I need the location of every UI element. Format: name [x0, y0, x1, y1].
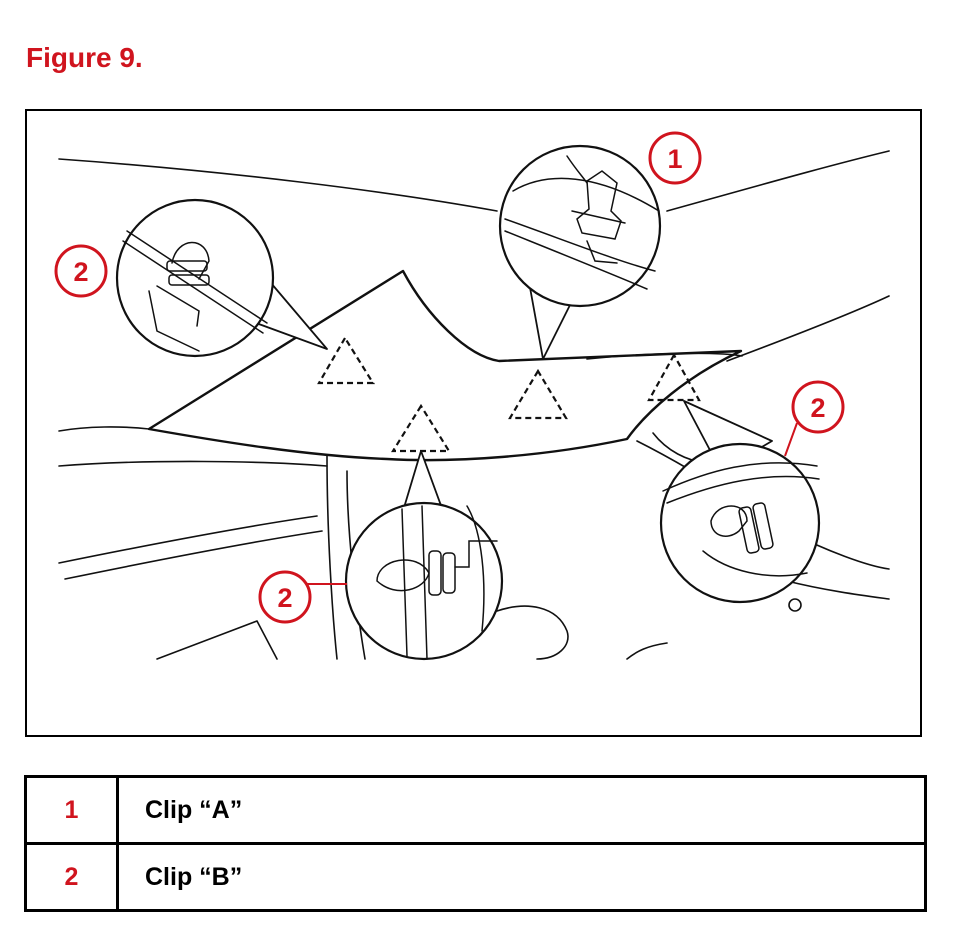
- callout-number: 2: [277, 583, 292, 613]
- dashboard-clip-illustration: 1 2 2 2: [25, 109, 922, 737]
- legend-number: 2: [24, 842, 119, 912]
- callout-1-top: 1: [648, 131, 702, 185]
- legend-table: 1 Clip “A” 2 Clip “B”: [24, 775, 927, 912]
- callout-number: 2: [73, 257, 88, 287]
- callout-number: 1: [667, 144, 682, 174]
- detail-circle-bottom-center: [344, 501, 504, 661]
- callout-2-right: 2: [791, 380, 845, 434]
- detail-circle-top: [498, 144, 662, 308]
- legend-label: Clip “A”: [116, 775, 927, 845]
- dash-panel-outline: [147, 269, 743, 462]
- legend-label: Clip “B”: [116, 842, 927, 912]
- legend-row: 2 Clip “B”: [24, 842, 927, 912]
- legend-number: 1: [24, 775, 119, 845]
- legend-row: 1 Clip “A”: [24, 775, 927, 845]
- detail-circle-right: [659, 442, 821, 604]
- figure-title: Figure 9.: [26, 42, 143, 73]
- detail-circle-upper-left: [115, 198, 275, 358]
- callout-2-bottom: 2: [258, 570, 312, 624]
- callout-2-left: 2: [54, 244, 108, 298]
- callout-number: 2: [810, 393, 825, 423]
